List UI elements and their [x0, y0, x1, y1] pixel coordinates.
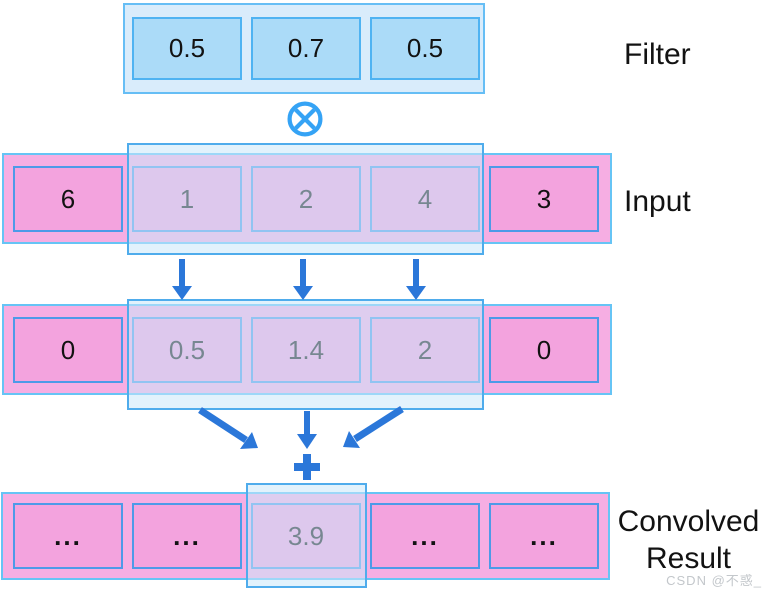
product-cell: 0 [13, 317, 123, 383]
input-highlight-overlay [127, 143, 484, 255]
input-label: Input [624, 185, 691, 218]
result-cell: ... [132, 503, 242, 569]
filter-cell: 0.5 [132, 17, 242, 80]
filter-cell: 0.7 [251, 17, 361, 80]
convolved-result-label-line2: Result [645, 542, 732, 575]
input-cell: 3 [489, 166, 599, 232]
down-arrow [172, 259, 192, 300]
products-highlight-overlay [127, 299, 484, 410]
filter-label: Filter [624, 38, 691, 71]
plus-icon [294, 454, 320, 480]
watermark: CSDN @不惑_ [666, 573, 762, 588]
result-cell: ... [370, 503, 480, 569]
multiply-icon [286, 100, 324, 138]
converge-arrow-left [198, 407, 258, 449]
product-cell: 0 [489, 317, 599, 383]
down-arrow [406, 259, 426, 300]
down-arrow [293, 259, 313, 300]
converge-arrow-right [343, 406, 404, 448]
input-cell: 6 [13, 166, 123, 232]
convolved-result-label-line1: Convolved [617, 505, 760, 538]
filter-cell: 0.5 [370, 17, 480, 80]
result-highlight-overlay [246, 483, 367, 588]
result-cell: ... [489, 503, 599, 569]
result-cell: ... [13, 503, 123, 569]
convolved-result-label: Convolved Result [612, 503, 765, 577]
converge-arrow-middle [297, 411, 317, 449]
